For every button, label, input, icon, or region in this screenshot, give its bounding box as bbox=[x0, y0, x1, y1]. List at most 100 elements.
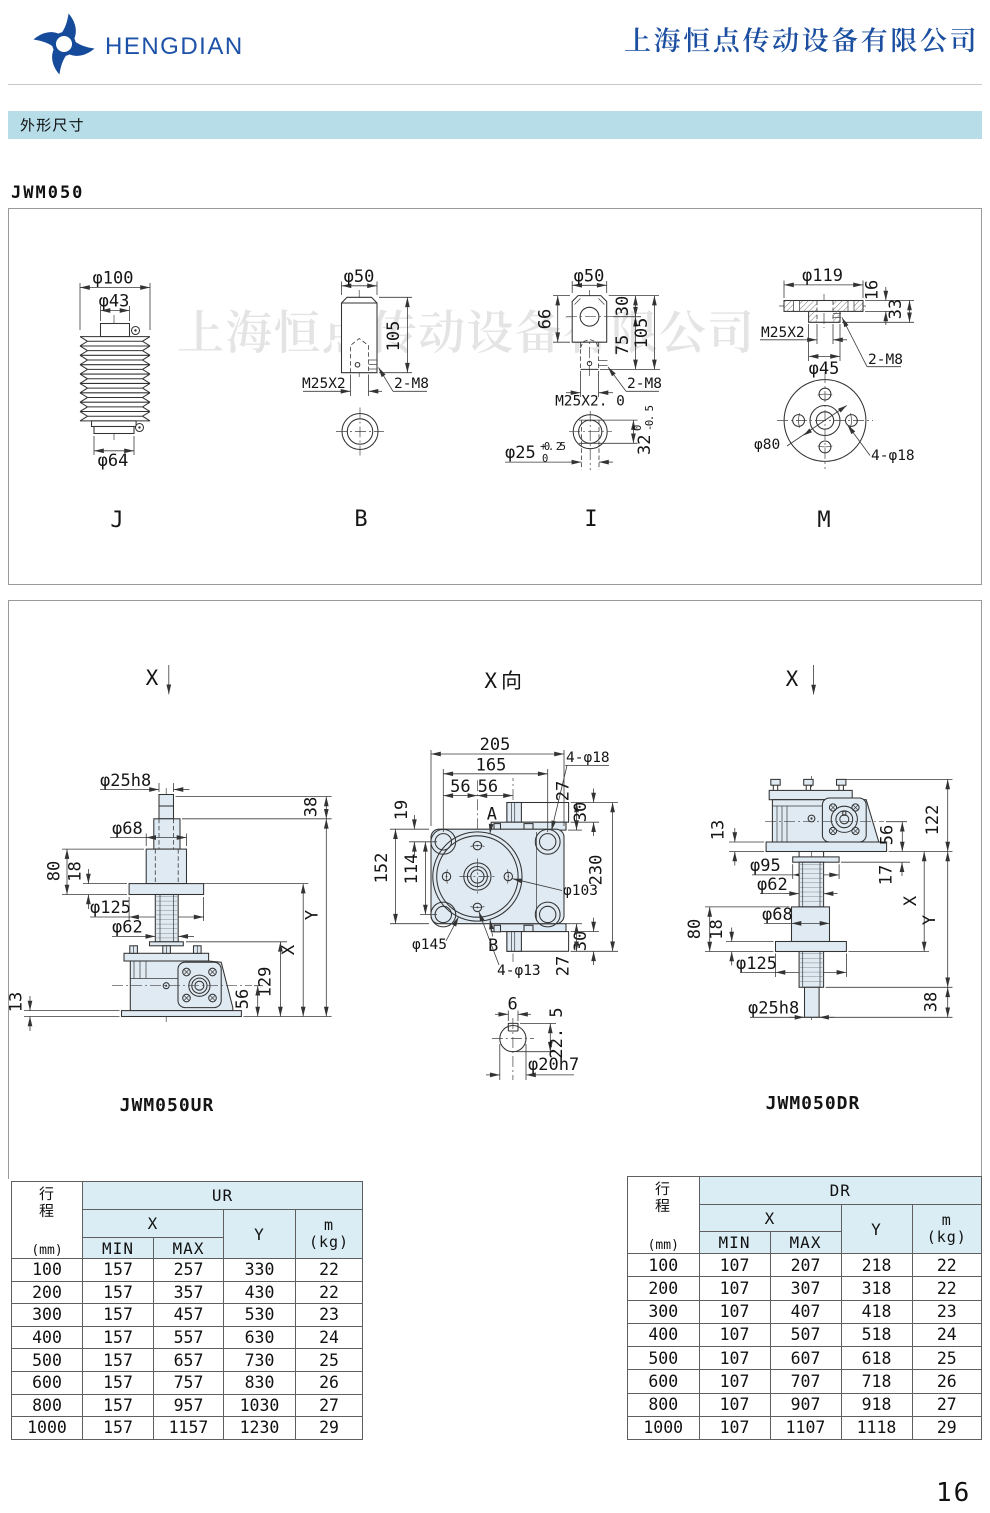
dim-label: 122 bbox=[923, 805, 943, 836]
table-cell: 107 bbox=[698, 1345, 771, 1371]
header-divider bbox=[8, 84, 982, 85]
dim-label: X bbox=[279, 944, 299, 955]
dim-tol-upper: +0. 25 bbox=[540, 441, 566, 453]
section-title-text: 外形尺寸 bbox=[0, 0, 1, 1]
dim-label: 27 bbox=[554, 781, 574, 801]
table-cell: 207 bbox=[769, 1252, 842, 1278]
col-header-group: UR bbox=[81, 1181, 364, 1210]
table-cell: 100 bbox=[627, 1252, 700, 1278]
table-cell: 107 bbox=[698, 1392, 771, 1417]
company-name-text: 上海恒点传动设备有限公司 bbox=[0, 0, 1, 1]
stroke-header-text bbox=[27, 1182, 67, 1242]
table-cell: 557 bbox=[153, 1325, 224, 1350]
dim-tol-upper: 0 bbox=[632, 425, 644, 431]
col-header-m: m(kg) bbox=[294, 1209, 364, 1259]
xview-title-text: X向 bbox=[0, 0, 1, 1]
table-cell: 24 bbox=[294, 1325, 364, 1350]
company-logo bbox=[33, 13, 95, 75]
dim-label: φ145 bbox=[412, 937, 447, 953]
col-header-min: MIN bbox=[698, 1231, 771, 1254]
dim-label: 30 bbox=[571, 931, 591, 951]
table-cell: 730 bbox=[223, 1348, 296, 1372]
section-title-glyphs bbox=[20, 118, 83, 132]
table-cell: 300 bbox=[627, 1299, 700, 1324]
table-cell: 23 bbox=[911, 1299, 983, 1324]
dim-label: 80 bbox=[45, 861, 65, 881]
dim-label: 230 bbox=[587, 855, 607, 886]
table-cell: 27 bbox=[294, 1393, 364, 1418]
table-cell: 22 bbox=[911, 1276, 983, 1301]
view-x-label: X bbox=[786, 667, 799, 691]
table-cell: 107 bbox=[698, 1252, 771, 1278]
dim-label: Y bbox=[303, 910, 323, 920]
mass-header: m bbox=[941, 1210, 952, 1229]
table-cell: 157 bbox=[82, 1370, 154, 1395]
dim-label: 129 bbox=[256, 967, 276, 998]
table-cell: 22 bbox=[294, 1258, 364, 1282]
table-cell: 918 bbox=[840, 1392, 913, 1417]
table-cell: 418 bbox=[840, 1299, 913, 1324]
dim-label: φ62 bbox=[112, 918, 143, 938]
table-cell: 157 bbox=[82, 1348, 154, 1372]
table-cell: 22 bbox=[911, 1252, 983, 1278]
dim-label: 75 bbox=[613, 335, 633, 355]
dim-label: φ80 bbox=[754, 437, 780, 453]
table-cell: 357 bbox=[153, 1280, 224, 1305]
table-header: (mm) UR X Y m(kg) MIN MAX bbox=[11, 1181, 364, 1259]
dim-label: φ100 bbox=[93, 269, 134, 289]
table-cell: 107 bbox=[698, 1322, 771, 1348]
dim-label: 2-M8 bbox=[394, 376, 429, 392]
assembly-label-ur: JWM050UR bbox=[120, 1095, 215, 1116]
table-cell: 25 bbox=[911, 1345, 983, 1371]
dim-label: B bbox=[488, 936, 498, 956]
dim-label: φ45 bbox=[809, 359, 840, 379]
dim-label: A bbox=[487, 805, 497, 825]
table-cell: 157 bbox=[82, 1303, 154, 1327]
table-cell: 518 bbox=[840, 1322, 913, 1348]
page-number: 16 bbox=[936, 1478, 972, 1508]
view-title: X bbox=[484, 669, 521, 693]
mass-unit: (kg) bbox=[308, 1233, 350, 1251]
dim-label: 17 bbox=[877, 865, 897, 885]
table-cell: 1157 bbox=[153, 1416, 224, 1440]
table-cell: 24 bbox=[911, 1322, 983, 1348]
dim-label: 4-φ18 bbox=[871, 448, 915, 464]
dim-tol-lower: 0 bbox=[542, 453, 548, 465]
dim-label: φ125 bbox=[736, 954, 777, 974]
table-cell: 307 bbox=[769, 1276, 842, 1301]
table-cell: 400 bbox=[11, 1325, 83, 1350]
table-cell: 500 bbox=[627, 1345, 700, 1371]
col-header-y: Y bbox=[223, 1209, 296, 1259]
dim-label: 56 bbox=[450, 777, 470, 797]
dim-label: 22. 5 bbox=[547, 1007, 567, 1058]
view-title-x: X bbox=[484, 669, 497, 693]
table-cell: 100 bbox=[11, 1258, 83, 1282]
dim-label: 33 bbox=[886, 299, 906, 319]
table-cell: 457 bbox=[153, 1303, 224, 1327]
stroke-header-glyphs bbox=[655, 1181, 670, 1213]
dim-tol-lower: -0. 5 bbox=[644, 405, 656, 431]
dim-label: 56 bbox=[878, 825, 898, 845]
table-cell: 23 bbox=[294, 1303, 364, 1327]
table-cell: 1107 bbox=[769, 1415, 842, 1441]
dim-label: 56 bbox=[233, 989, 253, 1009]
dim-label: φ25h8 bbox=[100, 771, 151, 791]
table-cell: 600 bbox=[627, 1369, 700, 1394]
col-header-max: MAX bbox=[769, 1231, 842, 1254]
dim-label: φ64 bbox=[98, 451, 129, 471]
dim-label: 13 bbox=[8, 992, 27, 1012]
